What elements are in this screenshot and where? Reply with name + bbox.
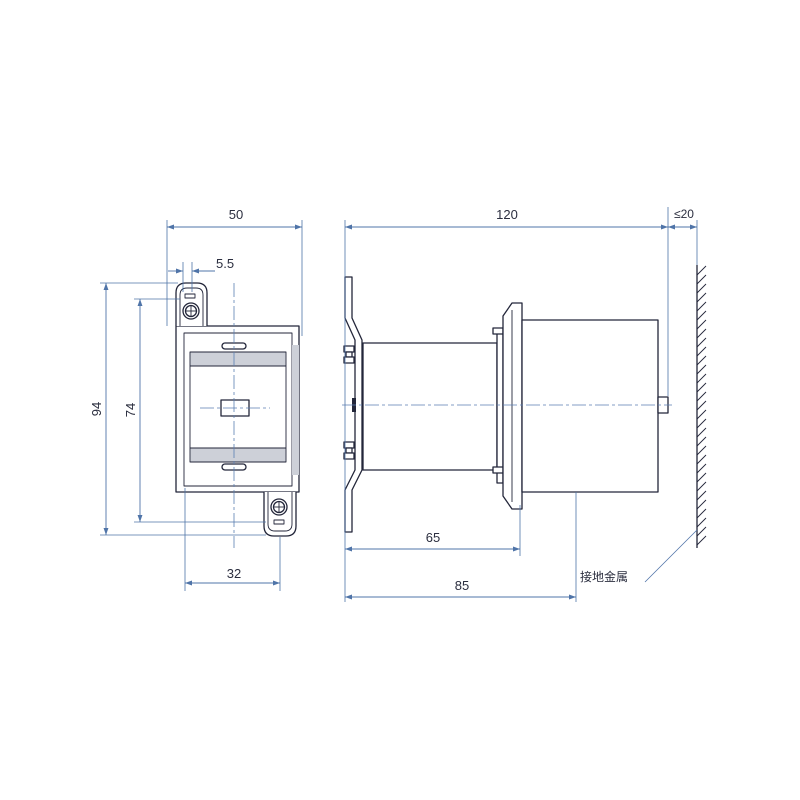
dimension-housing-depth: 85	[345, 492, 577, 602]
wall-hatch-mark	[696, 373, 707, 384]
dimension-label: 74	[123, 403, 138, 417]
wall-hatch-mark	[696, 292, 707, 303]
screw-head	[272, 500, 286, 514]
wall-hatch-mark	[696, 337, 707, 348]
bolt-shank	[345, 351, 353, 358]
wall-hatch-mark	[696, 535, 707, 546]
dimension-label: 65	[426, 530, 440, 545]
main-housing	[521, 319, 659, 493]
front-body	[175, 325, 300, 493]
bracket-bolt-lower	[343, 441, 355, 460]
wall-hatch-mark	[696, 274, 707, 285]
flange-plate-outline	[496, 332, 504, 484]
dimension-label: 5.5	[216, 256, 234, 271]
dimension-slot-width: 5.5	[168, 256, 234, 292]
wall-hatch-mark	[696, 526, 707, 537]
dimension-label: 94	[89, 402, 104, 416]
body-outer-outline	[175, 325, 300, 493]
dimension-label: ≤20	[674, 207, 694, 221]
ground-leader-line	[644, 529, 698, 583]
dimension-mounting-height: 74	[123, 298, 266, 523]
wall-hatch-mark	[696, 319, 707, 330]
wall-hatch-mark	[696, 265, 707, 276]
flange-nut-bottom	[492, 466, 504, 474]
wall-hatch-mark	[696, 517, 707, 528]
grounded-wall	[696, 265, 707, 548]
ground-metal-label: 接地金属	[580, 569, 628, 584]
body-side-strip	[292, 345, 299, 475]
bracket-plate	[344, 276, 363, 533]
front-view: 50 5.5 94 74 32	[89, 207, 303, 591]
top-mounting-tab	[175, 282, 208, 326]
wall-hatch-mark	[696, 427, 707, 438]
cylinder-body	[362, 342, 498, 471]
wall-hatch-mark	[696, 355, 707, 366]
wall-hatch-mark	[696, 490, 707, 501]
dimension-width: 50	[166, 207, 303, 336]
flange-nut-top	[492, 327, 504, 335]
wall-hatch-mark	[696, 409, 707, 420]
wall-hatch-mark	[696, 364, 707, 375]
tab-inner-outline	[179, 287, 204, 326]
wall-hatch-mark	[696, 391, 707, 402]
dimension-label: 120	[496, 207, 518, 222]
wall-hatch-mark	[696, 436, 707, 447]
wall-hatch-mark	[696, 499, 707, 510]
dimension-label: 85	[455, 578, 469, 593]
bolt-shank	[345, 447, 353, 454]
wall-hatch-mark	[696, 382, 707, 393]
wall-hatching	[696, 265, 707, 546]
wall-hatch-mark	[696, 481, 707, 492]
wall-hatch-mark	[696, 418, 707, 429]
wall-hatch-mark	[696, 445, 707, 456]
tab-inner-outline	[267, 492, 293, 532]
bottom-mounting-tab	[263, 492, 297, 537]
wall-hatch-mark	[696, 346, 707, 357]
bolt-nut	[343, 356, 355, 364]
tab-slot	[273, 519, 285, 525]
stepped-flange	[502, 302, 523, 510]
ground-metal-callout: 接地金属	[580, 529, 698, 584]
dimension-bottom-width: 32	[184, 488, 281, 591]
bolt-nut	[343, 452, 355, 460]
top-band-shade	[190, 352, 286, 366]
wall-hatch-mark	[696, 310, 707, 321]
dimension-flange-depth: 65	[345, 505, 521, 556]
wall-hatch-mark	[696, 301, 707, 312]
wall-hatch-mark	[696, 400, 707, 411]
dimension-label: 32	[227, 566, 241, 581]
stepped-flange-outline	[502, 302, 523, 510]
dimension-overall-length: 120	[344, 207, 669, 602]
wall-hatch-mark	[696, 472, 707, 483]
wall-hatch-mark	[696, 508, 707, 519]
bolt-nut	[343, 441, 355, 449]
dimension-overall-height: 94	[89, 282, 266, 536]
bottom-band-shade	[190, 448, 286, 462]
dimension-label: 50	[229, 207, 243, 222]
wall-hatch-mark	[696, 328, 707, 339]
bracket-bolt-upper	[343, 345, 355, 364]
wall-hatch-mark	[696, 283, 707, 294]
screw-head	[184, 304, 198, 318]
wall-hatch-mark	[696, 454, 707, 465]
side-view: 120 ≤20 65 85 接地金属	[342, 207, 707, 602]
body-face-panel	[189, 351, 287, 463]
dimension-wall-gap: ≤20	[668, 207, 698, 265]
mounting-bracket	[344, 276, 363, 533]
bolt-nut	[343, 345, 355, 353]
tab-slot	[184, 293, 196, 299]
wall-hatch-mark	[696, 463, 707, 474]
